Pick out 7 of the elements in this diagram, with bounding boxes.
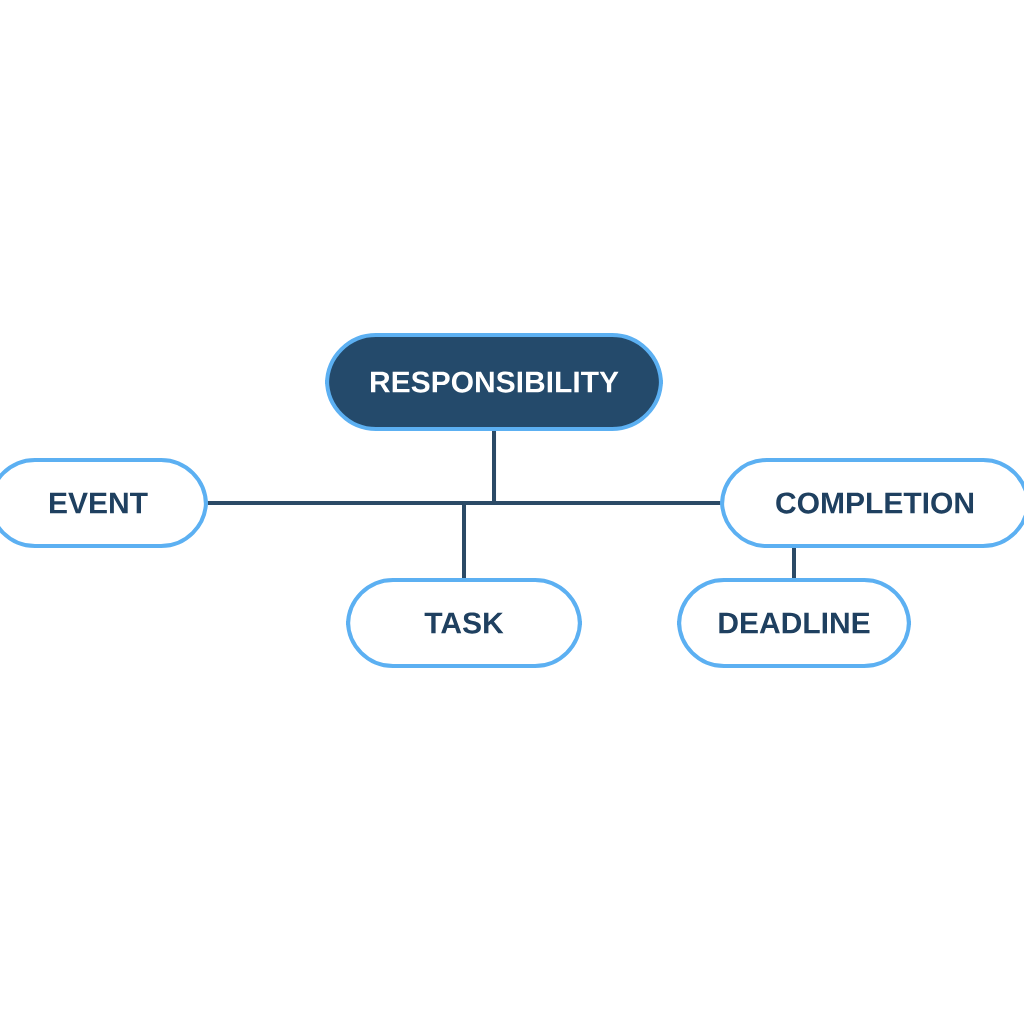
topic-pill: EVENT: [0, 458, 208, 548]
topic-pill: COMPLETION: [720, 458, 1024, 548]
connector-line: [462, 431, 496, 578]
root-pill: RESPONSIBILITY: [325, 333, 663, 431]
connector-line: [792, 548, 796, 578]
topic-pill: TASK: [346, 578, 582, 668]
topic-pill: DEADLINE: [677, 578, 911, 668]
